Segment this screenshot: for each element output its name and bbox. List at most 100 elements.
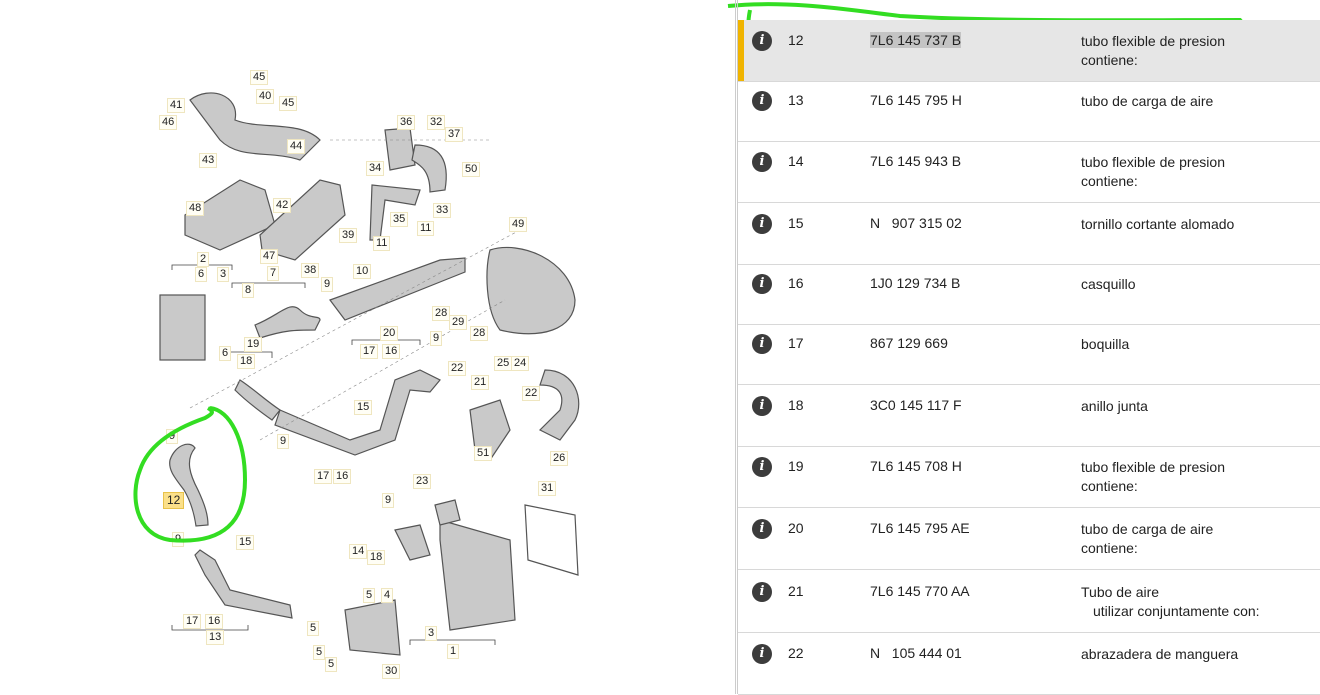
info-icon[interactable]: i <box>752 31 772 51</box>
part-number[interactable]: 1J0 129 734 B <box>870 275 961 291</box>
callout-19[interactable]: 19 <box>244 337 263 352</box>
callout-1[interactable]: 1 <box>447 644 460 659</box>
callout-16[interactable]: 16 <box>205 614 224 629</box>
callout-49[interactable]: 49 <box>509 217 528 232</box>
callout-16[interactable]: 16 <box>382 344 401 359</box>
info-icon[interactable]: i <box>752 91 772 111</box>
info-icon[interactable]: i <box>752 644 772 664</box>
callout-42[interactable]: 42 <box>273 198 292 213</box>
callout-41[interactable]: 41 <box>167 98 186 113</box>
callout-22[interactable]: 22 <box>448 361 467 376</box>
part-number[interactable]: N 907 315 02 <box>870 215 962 231</box>
callout-25[interactable]: 25 <box>494 356 513 371</box>
info-icon[interactable]: i <box>752 274 772 294</box>
callout-13[interactable]: 13 <box>206 630 225 645</box>
callout-9[interactable]: 9 <box>430 331 443 346</box>
callout-3[interactable]: 3 <box>425 626 438 641</box>
callout-12[interactable]: 12 <box>163 492 185 509</box>
info-icon[interactable]: i <box>752 334 772 354</box>
callout-17[interactable]: 17 <box>360 344 379 359</box>
callout-29[interactable]: 29 <box>449 315 468 330</box>
part-number[interactable]: 7L6 145 795 AE <box>870 520 970 536</box>
part-number[interactable]: 7L6 145 770 AA <box>870 583 970 599</box>
callout-28[interactable]: 28 <box>432 306 451 321</box>
callout-34[interactable]: 34 <box>366 161 385 176</box>
part-number[interactable]: 867 129 669 <box>870 335 948 351</box>
callout-46[interactable]: 46 <box>159 115 178 130</box>
callout-47[interactable]: 47 <box>260 249 279 264</box>
callout-39[interactable]: 39 <box>339 228 358 243</box>
info-icon[interactable]: i <box>752 152 772 172</box>
callout-50[interactable]: 50 <box>462 162 481 177</box>
callout-24[interactable]: 24 <box>511 356 530 371</box>
part-number[interactable]: 7L6 145 708 H <box>870 458 962 474</box>
callout-38[interactable]: 38 <box>301 263 320 278</box>
callout-11[interactable]: 11 <box>373 236 391 251</box>
callout-28[interactable]: 28 <box>470 326 489 341</box>
callout-6[interactable]: 6 <box>219 346 232 361</box>
callout-17[interactable]: 17 <box>314 469 333 484</box>
callout-9[interactable]: 9 <box>166 429 179 444</box>
callout-9[interactable]: 9 <box>277 434 290 449</box>
callout-45[interactable]: 45 <box>279 96 298 111</box>
callout-5[interactable]: 5 <box>307 621 320 636</box>
callout-15[interactable]: 15 <box>354 400 373 415</box>
callout-3[interactable]: 3 <box>217 267 230 282</box>
callout-2[interactable]: 2 <box>197 252 210 267</box>
callout-20[interactable]: 20 <box>380 326 399 341</box>
callout-36[interactable]: 36 <box>397 115 416 130</box>
callout-9[interactable]: 9 <box>321 277 334 292</box>
info-icon[interactable]: i <box>752 214 772 234</box>
callout-5[interactable]: 5 <box>325 657 338 672</box>
callout-33[interactable]: 33 <box>433 203 452 218</box>
callout-22[interactable]: 22 <box>522 386 541 401</box>
callout-15[interactable]: 15 <box>236 535 255 550</box>
callout-45[interactable]: 45 <box>250 70 269 85</box>
callout-40[interactable]: 40 <box>256 89 275 104</box>
callout-18[interactable]: 18 <box>237 354 256 369</box>
callout-18[interactable]: 18 <box>367 550 386 565</box>
info-icon[interactable]: i <box>752 396 772 416</box>
callout-14[interactable]: 14 <box>349 544 368 559</box>
callout-11[interactable]: 11 <box>417 221 435 236</box>
callout-5[interactable]: 5 <box>313 645 326 660</box>
callout-8[interactable]: 8 <box>242 283 255 298</box>
info-icon[interactable]: i <box>752 457 772 477</box>
part-number[interactable]: 7L6 145 795 H <box>870 92 962 108</box>
part-number[interactable]: N 105 444 01 <box>870 645 962 661</box>
callout-10[interactable]: 10 <box>353 264 372 279</box>
callout-48[interactable]: 48 <box>186 201 205 216</box>
callout-37[interactable]: 37 <box>445 127 464 142</box>
callout-51[interactable]: 51 <box>474 446 493 461</box>
callout-31[interactable]: 31 <box>538 481 557 496</box>
callout-17[interactable]: 17 <box>183 614 202 629</box>
part-number[interactable]: 3C0 145 117 F <box>870 397 962 413</box>
callout-16[interactable]: 16 <box>333 469 352 484</box>
callout-35[interactable]: 35 <box>390 212 409 227</box>
callout-9[interactable]: 9 <box>172 532 185 547</box>
callout-4[interactable]: 4 <box>381 588 394 603</box>
part-number[interactable]: 7L6 145 737 B <box>870 32 962 48</box>
callout-32[interactable]: 32 <box>427 115 446 130</box>
callout-21[interactable]: 21 <box>471 375 490 390</box>
callout-7[interactable]: 7 <box>267 266 280 281</box>
info-icon[interactable]: i <box>752 582 772 602</box>
part-number[interactable]: 7L6 145 943 B <box>870 153 962 169</box>
callout-9[interactable]: 9 <box>382 493 395 508</box>
info-icon[interactable]: i <box>752 519 772 539</box>
callout-26[interactable]: 26 <box>550 451 569 466</box>
callout-43[interactable]: 43 <box>199 153 218 168</box>
callout-5[interactable]: 5 <box>363 588 376 603</box>
callout-23[interactable]: 23 <box>413 474 432 489</box>
